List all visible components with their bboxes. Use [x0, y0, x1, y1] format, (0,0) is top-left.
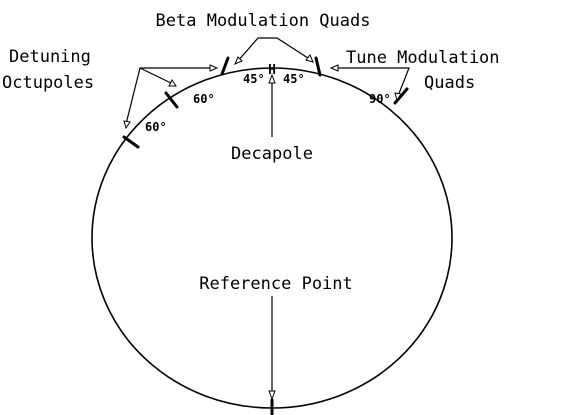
- angle-tune-label: 90°: [369, 92, 391, 106]
- angle-octupole-upper-label: 60°: [193, 92, 215, 106]
- reference-point-label: Reference Point: [199, 274, 353, 294]
- quads-label: Quads: [424, 73, 475, 93]
- magnet-tick-beta-right: [314, 56, 322, 77]
- tune-modulation-label: Tune Modulation: [346, 48, 500, 68]
- magnet-tick-octupole-upper: [164, 91, 179, 109]
- angle-beta-left-label: 45°: [243, 72, 265, 86]
- decapole-label: Decapole: [231, 144, 313, 164]
- magnet-tick-beta-left: [220, 56, 230, 76]
- magnet-tick-octupole-lower: [122, 135, 140, 149]
- octupoles-leader: [123, 64, 219, 130]
- decapole-arrow: [268, 73, 276, 137]
- decapole-marker: H: [268, 63, 276, 78]
- angle-beta-right-label: 45°: [283, 72, 305, 86]
- detuning-label: Detuning: [9, 47, 91, 67]
- tune-quads-leader: [329, 64, 410, 102]
- beta-quads-leader: [234, 37, 314, 65]
- angle-octupole-lower-label: 60°: [145, 120, 167, 134]
- beta-modulation-quads-label: Beta Modulation Quads: [156, 11, 371, 31]
- reference-point-arrow: [268, 296, 276, 401]
- octupoles-label: Octupoles: [2, 73, 94, 93]
